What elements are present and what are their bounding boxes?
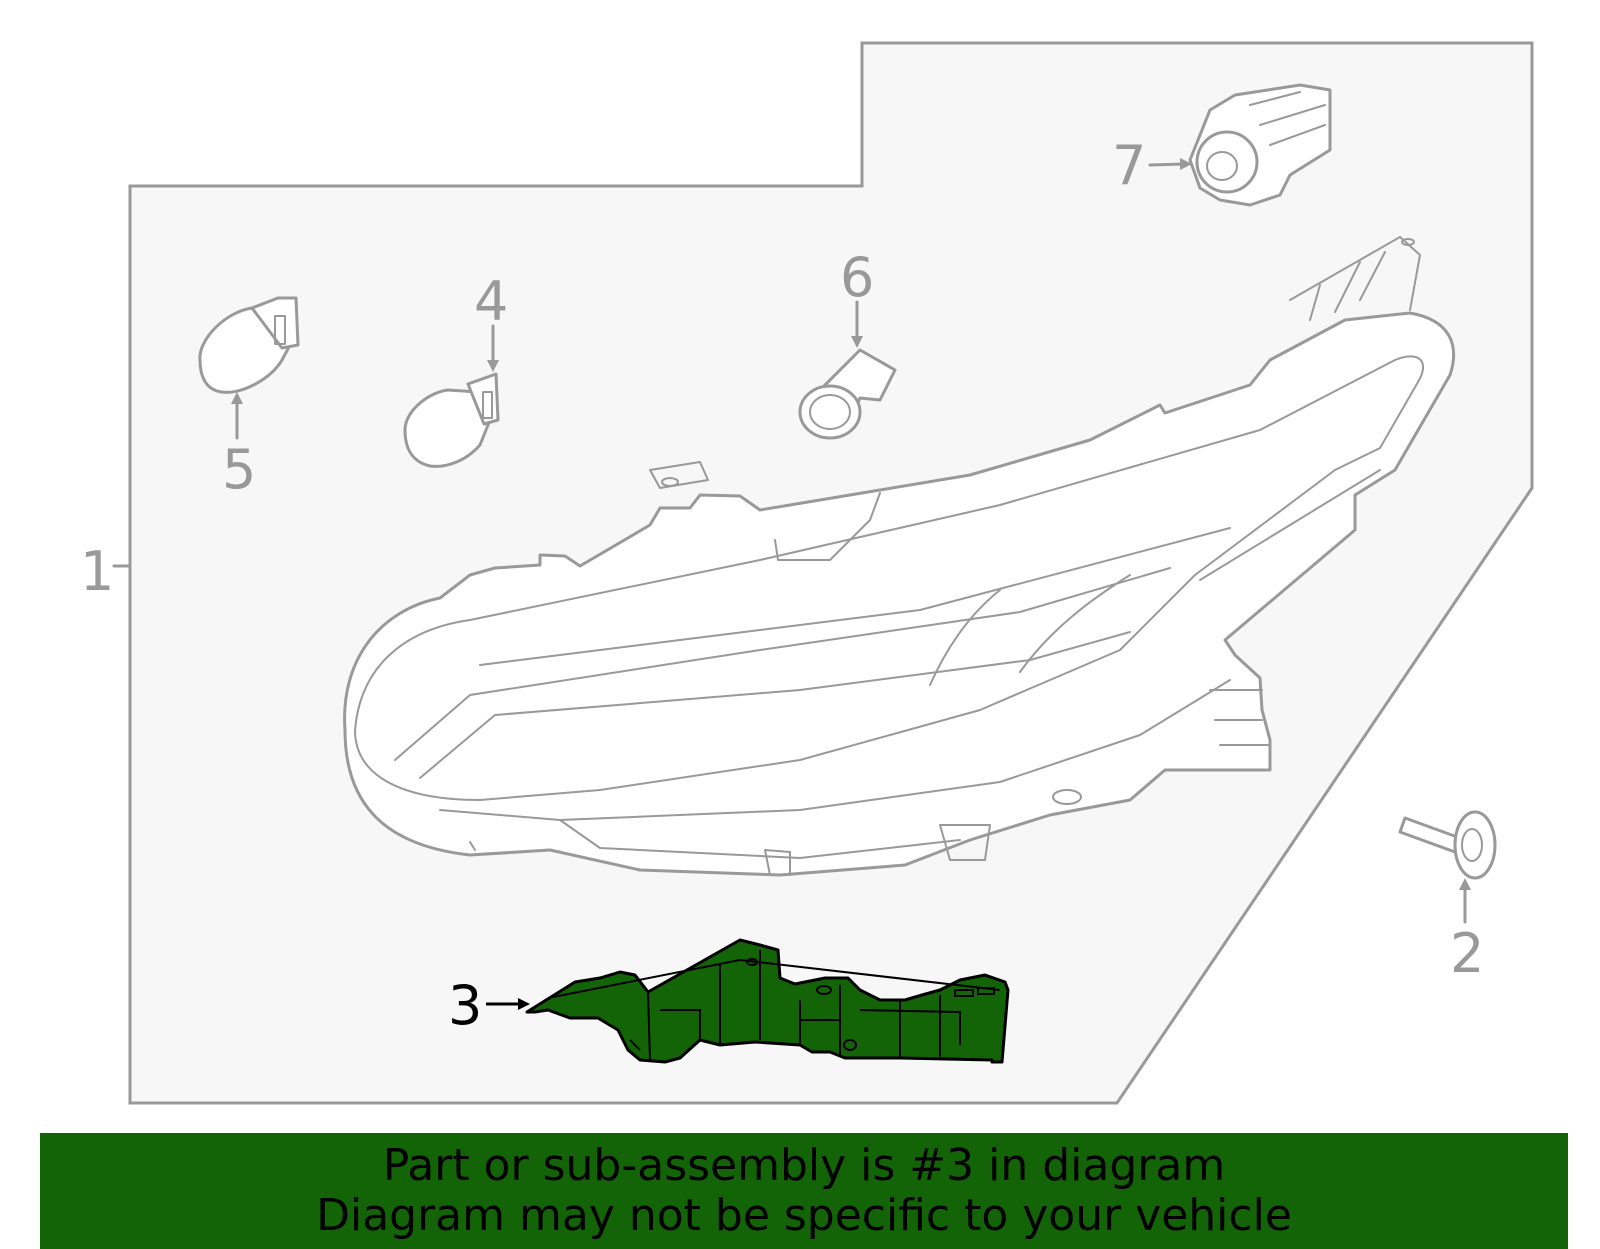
callout-1: 1: [80, 540, 114, 603]
info-banner: Part or sub-assembly is #3 in diagram Di…: [40, 1133, 1568, 1249]
bulb-6: [798, 348, 897, 440]
bulb-5: [198, 296, 300, 394]
headlamp-housing: [343, 236, 1456, 877]
callout-4: 4: [474, 270, 508, 333]
callout-6: 6: [840, 246, 874, 309]
bolt-2: [1398, 810, 1497, 880]
bulb-4: [403, 372, 500, 468]
callout-7: 7: [1112, 134, 1146, 197]
banner-line-1: Part or sub-assembly is #3 in diagram: [382, 1140, 1226, 1191]
banner-line-2: Diagram may not be specific to your vehi…: [316, 1190, 1292, 1241]
socket-7: [1188, 83, 1332, 207]
callout-3: 3: [448, 974, 482, 1037]
leader-lines: [112, 158, 1471, 1010]
callout-2: 2: [1450, 922, 1484, 985]
callout-5: 5: [222, 438, 256, 501]
bracket-3-highlighted: [525, 938, 1010, 1064]
